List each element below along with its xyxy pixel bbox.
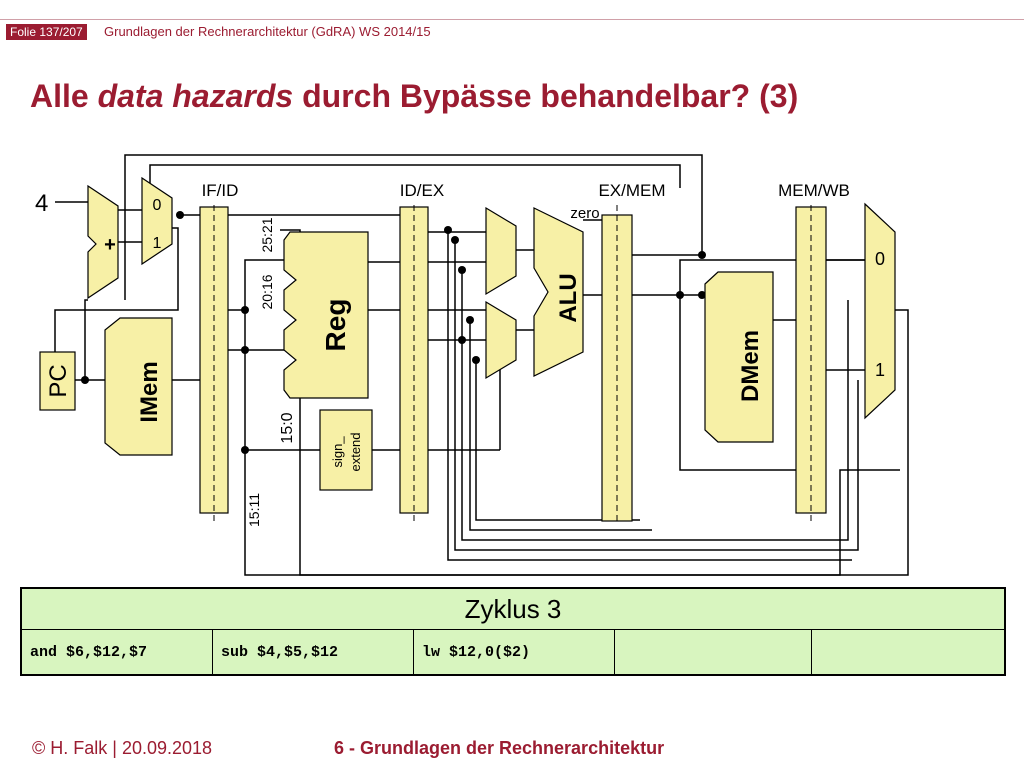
pc-register [39, 351, 76, 411]
dmem-label: DMem [737, 330, 764, 402]
slide-title: Alle data hazards durch Bypässe behandel… [30, 78, 798, 115]
pipeline-diagram: IF/ID ID/EX EX/MEM MEM/WB 4 + 0 1 PC IMe… [35, 154, 909, 576]
stage-label-ex-mem: EX/MEM [598, 181, 665, 200]
stage-cell-id: sub $4,$5,$12 [212, 629, 414, 676]
stage-label-mem-wb: MEM/WB [778, 181, 850, 200]
title-prefix: Alle [30, 78, 98, 114]
wb-mux-input-1: 1 [875, 360, 885, 380]
header-rule [0, 19, 1024, 20]
stage-label-id-ex: ID/EX [400, 181, 444, 200]
adder-symbol: + [104, 234, 116, 256]
course-name: Grundlagen der Rechnerarchitektur (GdRA)… [104, 24, 431, 39]
slide-number: Folie 137/207 [6, 24, 87, 40]
instruction-memory [104, 317, 173, 456]
cycle-table: Zyklus 3 and $6,$12,$7 sub $4,$5,$12 lw … [20, 587, 1006, 676]
wb-mux-input-0: 0 [875, 249, 885, 269]
register-file [283, 231, 369, 399]
adder [87, 184, 119, 300]
sign-extend-label-1: sign_ [330, 436, 345, 468]
pc-mux [141, 176, 173, 266]
sign-extend-unit [319, 409, 373, 491]
stage-label-if-id: IF/ID [202, 181, 239, 200]
stage-cell-if: and $6,$12,$7 [20, 629, 213, 676]
writeback-mux [864, 202, 896, 420]
bitfield-15-0: 15:0 [279, 412, 296, 443]
alu [533, 207, 584, 377]
reg-label: Reg [320, 299, 351, 352]
bitfield-20-16: 20:16 [259, 274, 275, 309]
alu-mux-a [485, 206, 517, 296]
table-row: and $6,$12,$7 sub $4,$5,$12 lw $12,0($2) [20, 629, 1006, 676]
alu-mux-b [485, 300, 517, 380]
alu-zero-label: zero [570, 205, 599, 222]
alu-label: ALU [555, 273, 582, 322]
stage-cell-ex: lw $12,0($2) [413, 629, 615, 676]
sign-extend-label-2: extend [348, 432, 363, 471]
cycle-heading: Zyklus 3 [20, 587, 1006, 630]
pc-mux-input-0: 0 [153, 197, 162, 214]
imem-label: IMem [136, 361, 163, 422]
data-memory [704, 271, 774, 443]
bitfield-15-11: 15:11 [246, 493, 262, 527]
stage-cell-wb [811, 629, 1006, 676]
stage-cell-mem [614, 629, 812, 676]
title-suffix: durch Bypässe behandelbar? (3) [293, 78, 799, 114]
pc-mux-input-1: 1 [153, 235, 162, 252]
pc-label: PC [45, 364, 72, 397]
footer-author: © H. Falk | 20.09.2018 [32, 738, 213, 758]
title-emphasis: data hazards [97, 78, 294, 114]
constant-four: 4 [35, 190, 48, 217]
bitfield-25-21: 25:21 [259, 217, 275, 252]
footer-chapter: 6 - Grundlagen der Rechnerarchitektur [334, 738, 665, 758]
